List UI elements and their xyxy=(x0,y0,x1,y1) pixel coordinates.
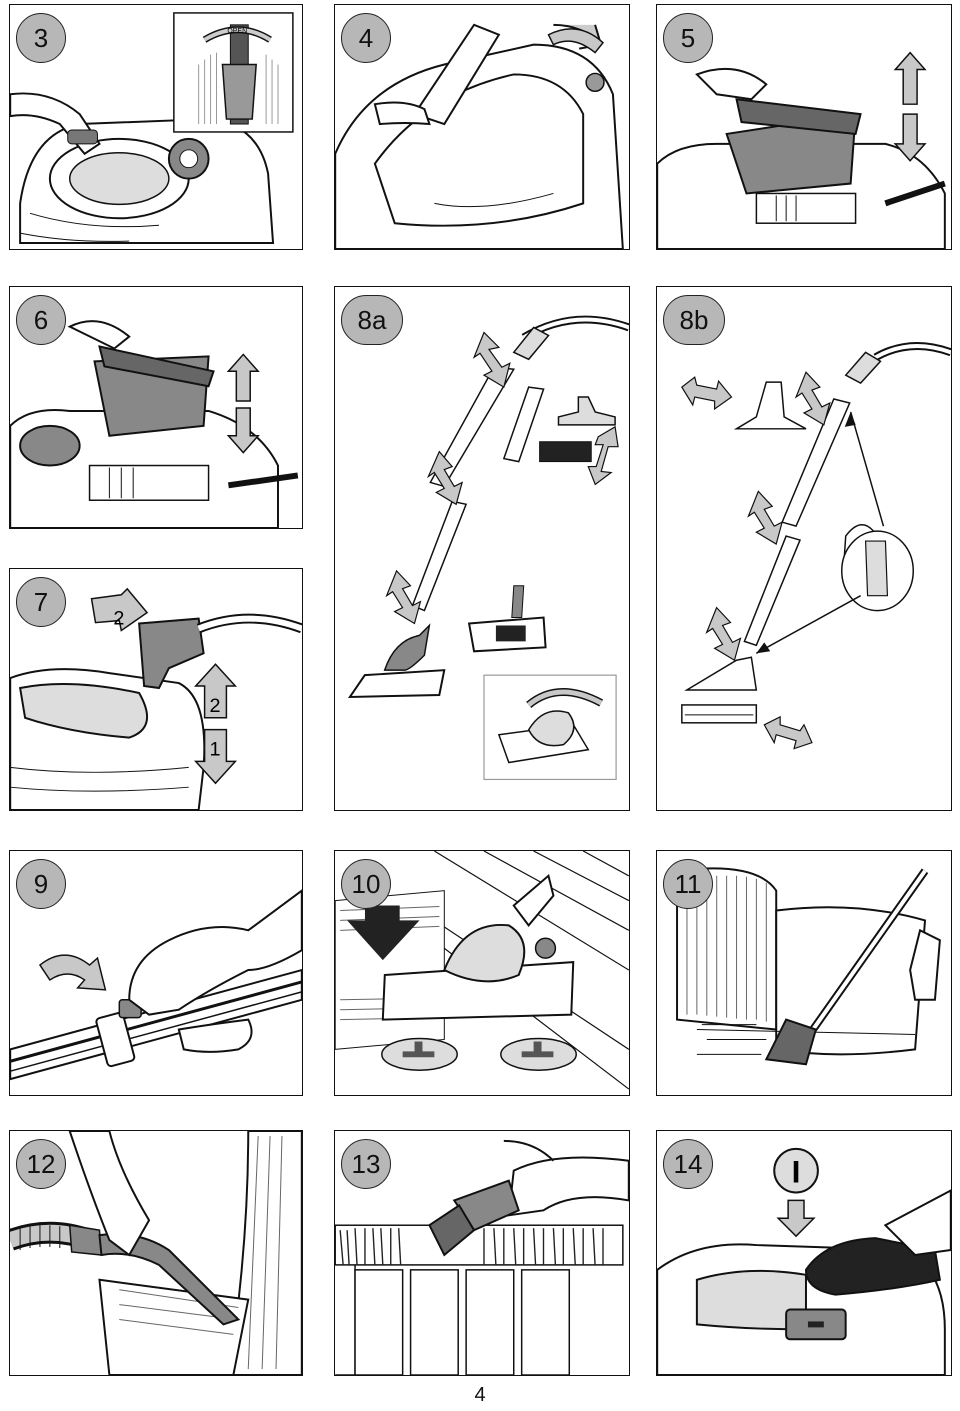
step-badge-14: 14 xyxy=(663,1139,713,1189)
illustration-curtain xyxy=(335,1139,629,1375)
panel-8b: 8b xyxy=(656,286,952,811)
illustration-upholstery xyxy=(676,867,941,1066)
step-badge-8b: 8b xyxy=(663,295,725,345)
panel-10: 10 xyxy=(334,850,630,1096)
step-badge-10: 10 xyxy=(341,859,391,909)
illustration-open-lid: OPEN xyxy=(10,12,294,245)
step-badge-6: 6 xyxy=(16,295,66,345)
arrow-label-2b: 2 xyxy=(210,695,221,717)
panel-13: 13 xyxy=(334,1130,630,1376)
illustration-lift-cover xyxy=(335,23,624,249)
step-badge-3: 3 xyxy=(16,13,66,63)
open-label: OPEN xyxy=(227,28,247,35)
illustration-remove-container xyxy=(657,51,946,249)
arrow-label-2a: 2 xyxy=(113,608,124,630)
illustration-accessories-8a xyxy=(347,315,629,781)
panel-12: 12 xyxy=(9,1130,303,1376)
step-badge-8a: 8a xyxy=(341,295,403,345)
panel-7: 2 2 1 7 xyxy=(9,568,303,811)
illustration-adjust-tube xyxy=(10,889,302,1081)
panel-6: 6 xyxy=(9,286,303,529)
panel-8a: 8a xyxy=(334,286,630,811)
step-badge-7: 7 xyxy=(16,577,66,627)
step-badge-4: 4 xyxy=(341,13,391,63)
illustration-crevice-tool xyxy=(10,1131,302,1375)
illustration-insert-hose: 2 2 1 xyxy=(10,587,302,810)
step-badge-5: 5 xyxy=(663,13,713,63)
illustration-lift-container xyxy=(10,320,299,528)
illustration-floor-nozzle xyxy=(335,851,629,1090)
panel-3: OPEN 3 xyxy=(9,4,303,250)
panel-14: I 14 xyxy=(656,1130,952,1376)
page-number: 4 xyxy=(474,1384,486,1406)
illustration-switch-on: I xyxy=(657,1147,951,1375)
illustration-accessories-8b xyxy=(681,341,951,750)
panel-11: 11 xyxy=(656,850,952,1096)
panel-9: 9 xyxy=(9,850,303,1096)
switch-on-symbol: I xyxy=(792,1154,801,1190)
step-badge-12: 12 xyxy=(16,1139,66,1189)
step-badge-9: 9 xyxy=(16,859,66,909)
step-badge-13: 13 xyxy=(341,1139,391,1189)
panel-5: 5 xyxy=(656,4,952,250)
panel-4: 4 xyxy=(334,4,630,250)
step-badge-11: 11 xyxy=(663,859,713,909)
arrow-label-1: 1 xyxy=(210,738,221,760)
